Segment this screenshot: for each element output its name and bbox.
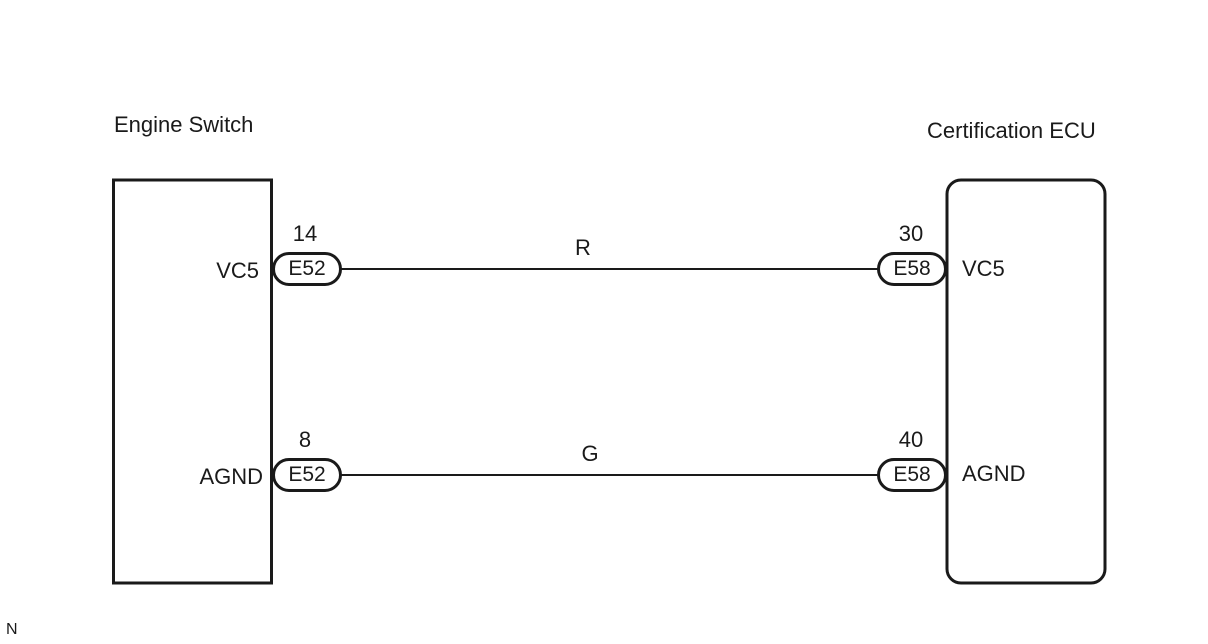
certification-ecu-title: Certification ECU — [927, 118, 1096, 143]
signal-label-left: VC5 — [216, 258, 259, 283]
engine-switch-title: Engine Switch — [114, 112, 254, 137]
connector-e58: E58 — [877, 252, 947, 286]
wire-color-label: G — [581, 441, 599, 466]
signal-label-right: VC5 — [962, 256, 1005, 281]
connector-e52: E52 — [272, 252, 342, 286]
certification-ecu-box — [945, 178, 1107, 585]
signal-label-right: AGND — [962, 461, 1026, 486]
connector-e52: E52 — [272, 458, 342, 492]
pin-number-left: 14 — [292, 221, 318, 246]
pin-number-right: 30 — [898, 221, 924, 246]
wire-color-label: R — [575, 235, 591, 260]
pin-number-left: 8 — [298, 427, 312, 452]
signal-label-left: AGND — [199, 464, 263, 489]
engine-switch-box — [112, 178, 273, 585]
footer-code: N — [6, 621, 18, 638]
pin-number-right: 40 — [898, 427, 924, 452]
connector-e58: E58 — [877, 458, 947, 492]
